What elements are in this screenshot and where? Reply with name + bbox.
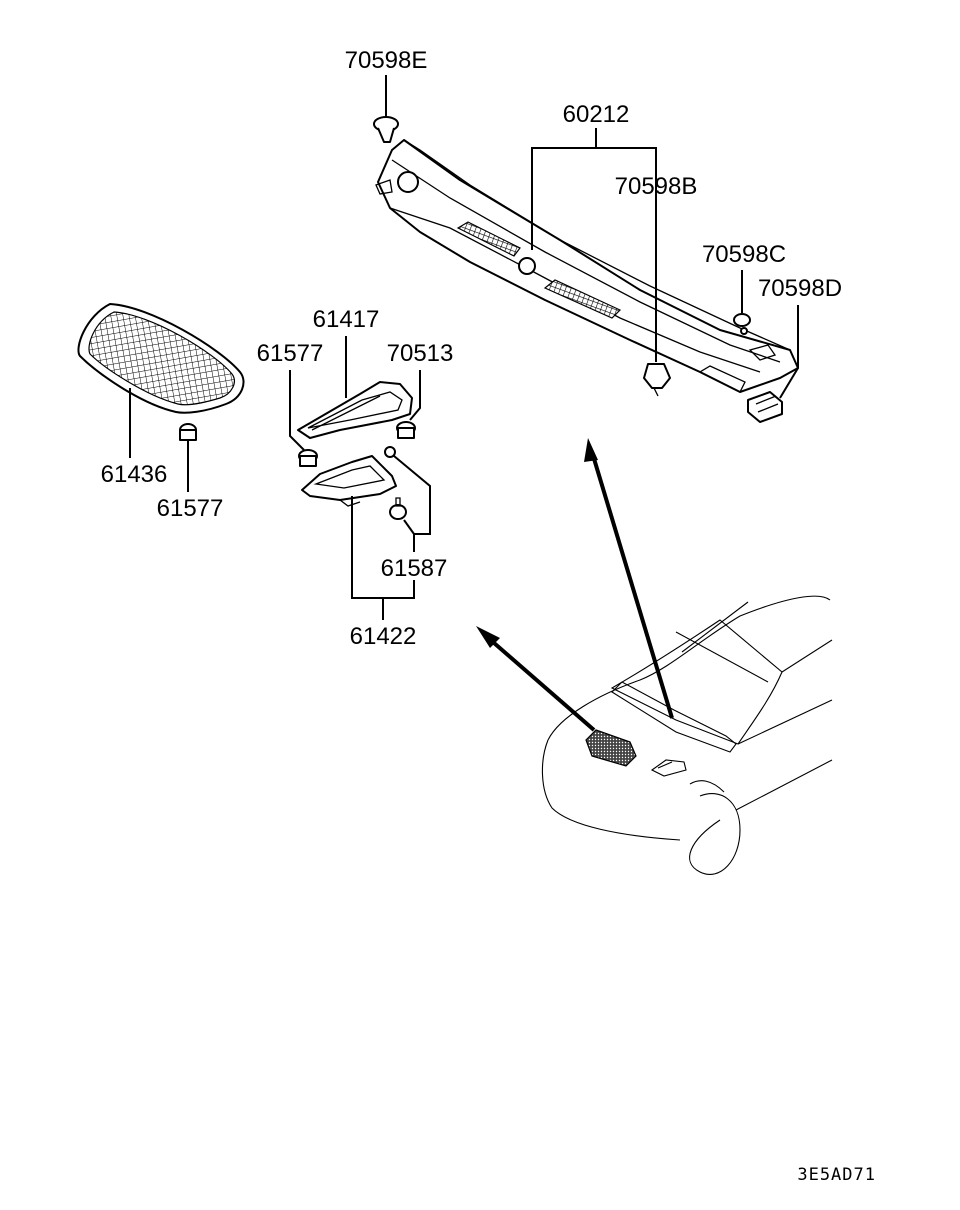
clip-70598e	[373, 116, 399, 143]
clip-70598b	[643, 363, 671, 397]
label-70598e: 70598E	[345, 47, 428, 74]
clip-61577-upper	[298, 449, 318, 467]
vehicle-outline	[541, 595, 833, 875]
label-61587: 61587	[381, 555, 448, 582]
location-arrows	[476, 438, 674, 732]
label-60212: 60212	[563, 101, 630, 128]
label-70513: 70513	[387, 340, 454, 367]
clip-70598c	[733, 313, 751, 335]
hood-grille	[77, 303, 245, 414]
air-duct-upper	[297, 381, 413, 439]
drawing-code: 3E5AD71	[797, 1165, 876, 1185]
label-61577-upper: 61577	[257, 340, 324, 367]
label-61417: 61417	[313, 306, 380, 333]
clip-61577-lower	[179, 423, 197, 441]
label-70598b: 70598B	[615, 173, 698, 200]
clip-70513	[396, 421, 416, 439]
air-duct-lower	[301, 455, 397, 507]
label-61422: 61422	[350, 623, 417, 650]
cowl-top-panel	[375, 139, 799, 393]
screw-61587	[384, 446, 407, 520]
label-61436: 61436	[101, 461, 168, 488]
label-70598d: 70598D	[758, 275, 842, 302]
label-61577-lower: 61577	[157, 495, 224, 522]
clip-70598d	[747, 391, 783, 423]
leader-lines	[129, 75, 799, 620]
label-70598c: 70598C	[702, 241, 786, 268]
